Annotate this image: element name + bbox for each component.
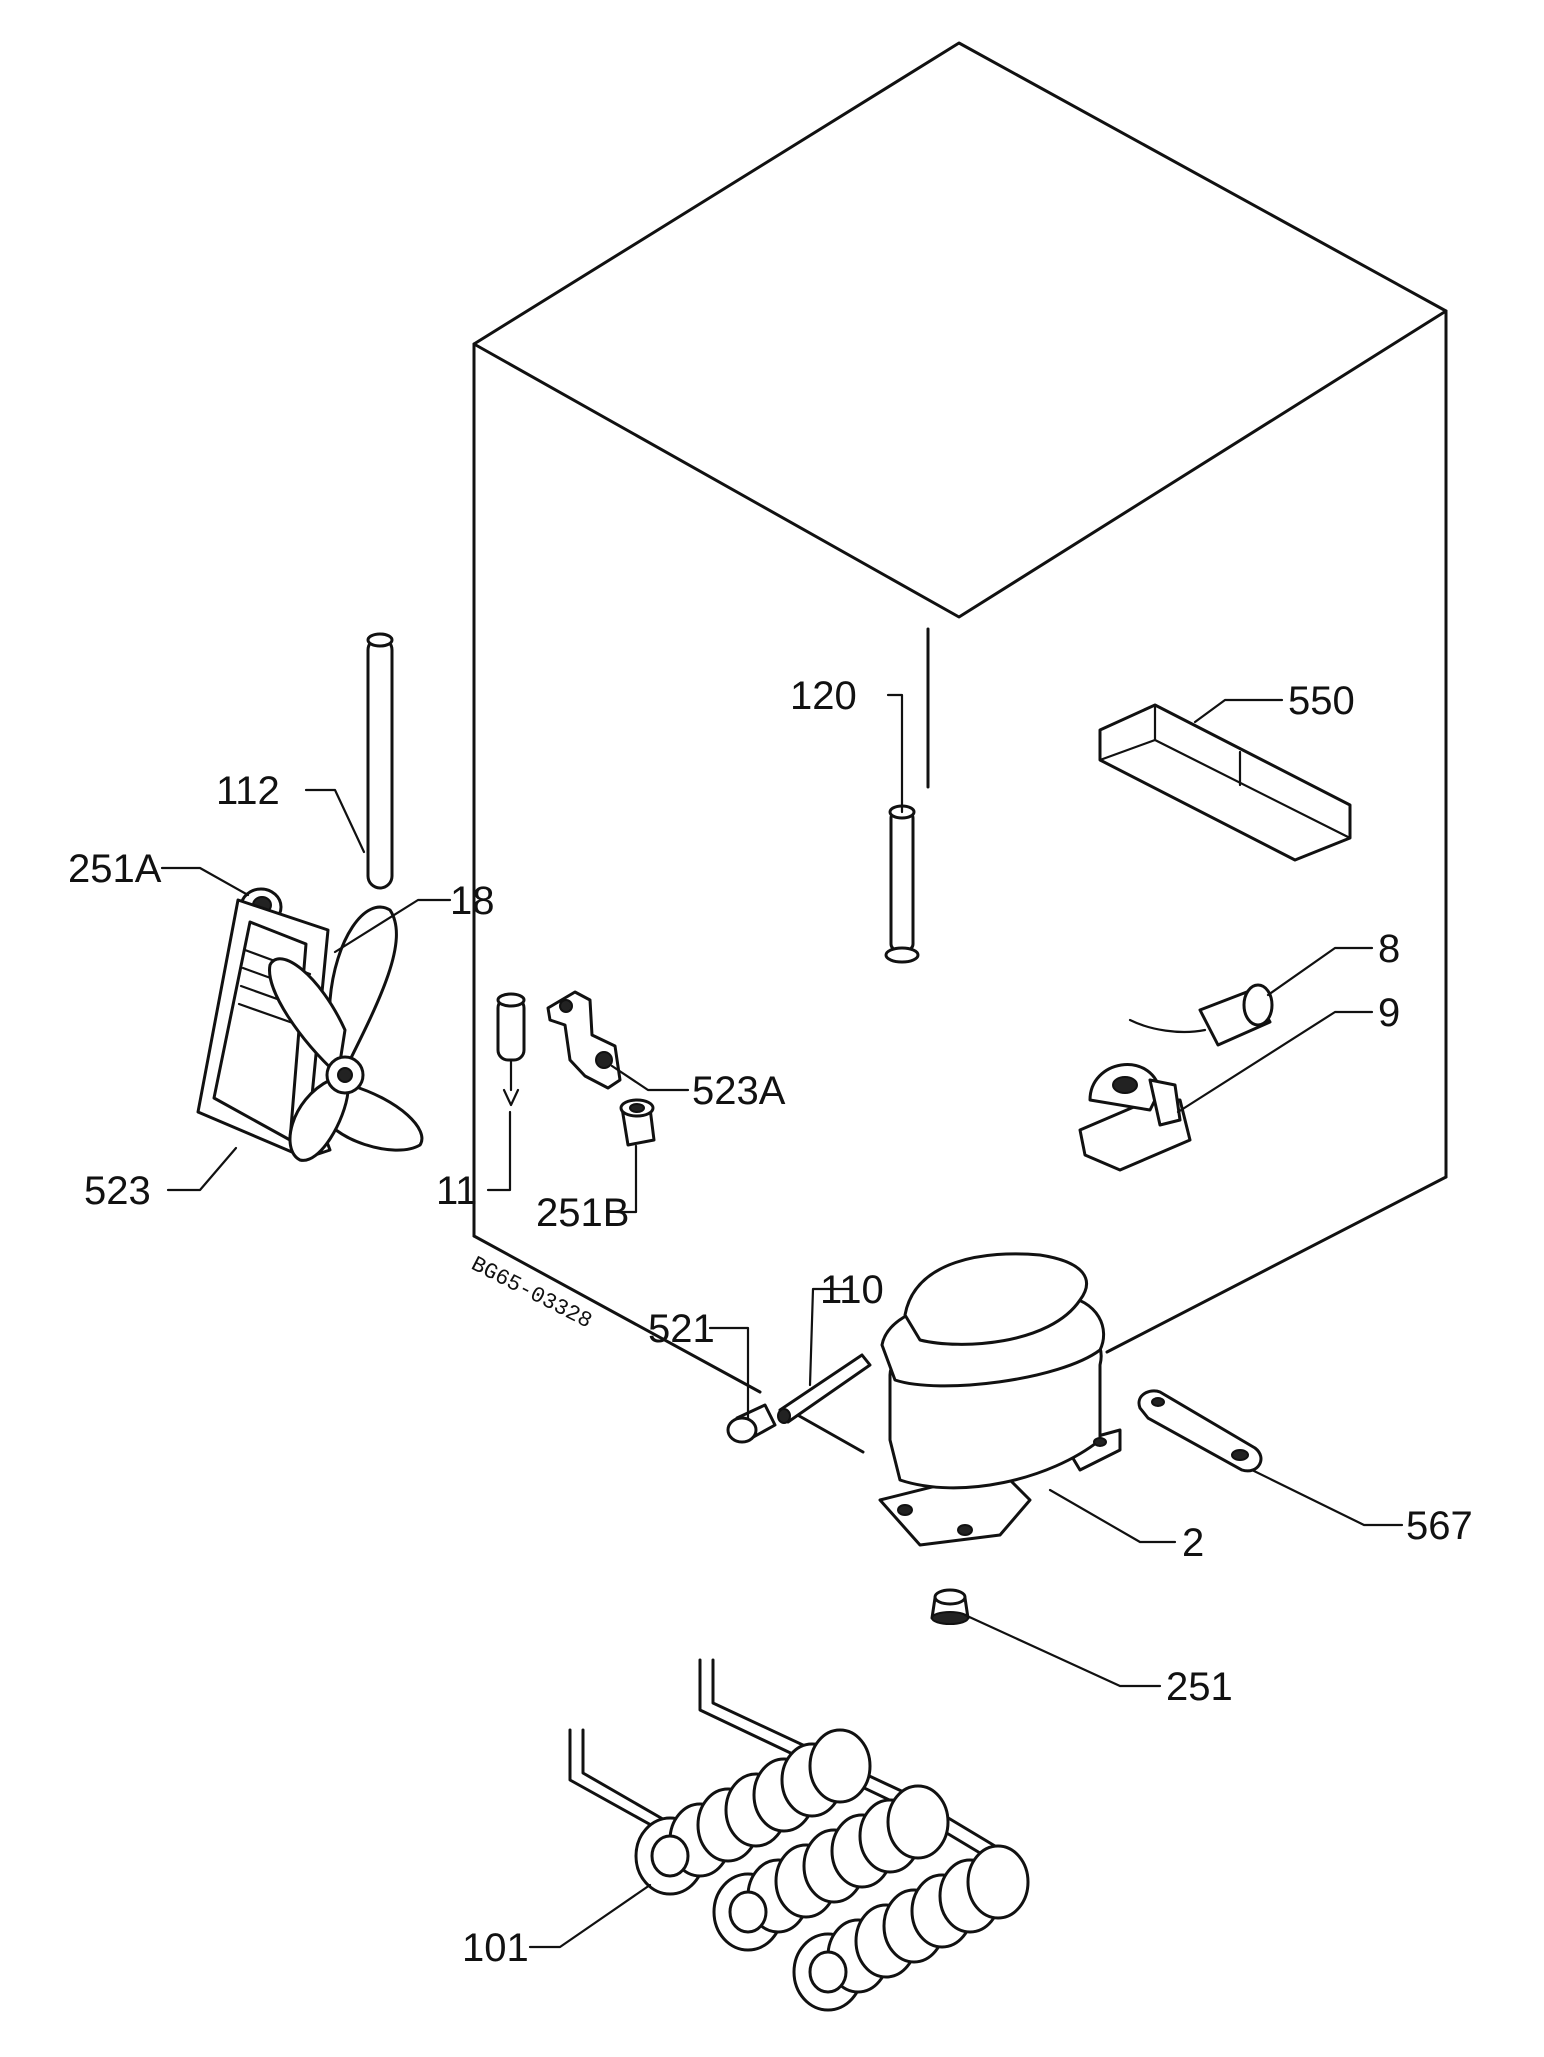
part-567-strap [1137,1389,1263,1473]
part-550-bracket [1098,703,1352,862]
label-2: 2 [1182,1521,1204,1565]
part-251-grommet [930,1588,970,1625]
label-523A: 523A [692,1069,786,1113]
label-18: 18 [450,879,495,923]
cabinet-outline [472,41,1448,1454]
label-112: 112 [216,769,280,813]
part-523-fan-motor [196,898,424,1162]
part-labels: 112 251A 18 523 11 251B 523A 120 550 8 9… [68,674,1473,1970]
part-251B-grommet [619,1098,656,1147]
part-2-compressor [878,1252,1122,1547]
label-523: 523 [84,1169,151,1213]
label-8: 8 [1378,927,1400,971]
leader-lines [160,693,1404,1949]
part-112-tube [366,632,394,890]
part-11-sensor [496,992,526,1107]
part-523A-bracket [546,990,622,1090]
label-251A: 251A [68,847,162,891]
label-251: 251 [1166,1665,1233,1709]
part-521-plug [726,1403,777,1444]
label-11: 11 [436,1169,478,1213]
part-110-tube [777,1353,872,1424]
part-101-condenser-coil [568,1658,1030,2012]
label-521: 521 [648,1307,715,1351]
label-9: 9 [1378,991,1400,1035]
part-8-capacitor [1128,983,1274,1047]
label-251B: 251B [536,1191,629,1235]
label-101: 101 [462,1926,529,1970]
part-9-relay [1078,1063,1192,1172]
label-120: 120 [790,674,857,718]
part-120-pin [884,804,920,964]
label-567: 567 [1406,1504,1473,1548]
label-110: 110 [820,1268,884,1312]
label-550: 550 [1288,679,1355,723]
